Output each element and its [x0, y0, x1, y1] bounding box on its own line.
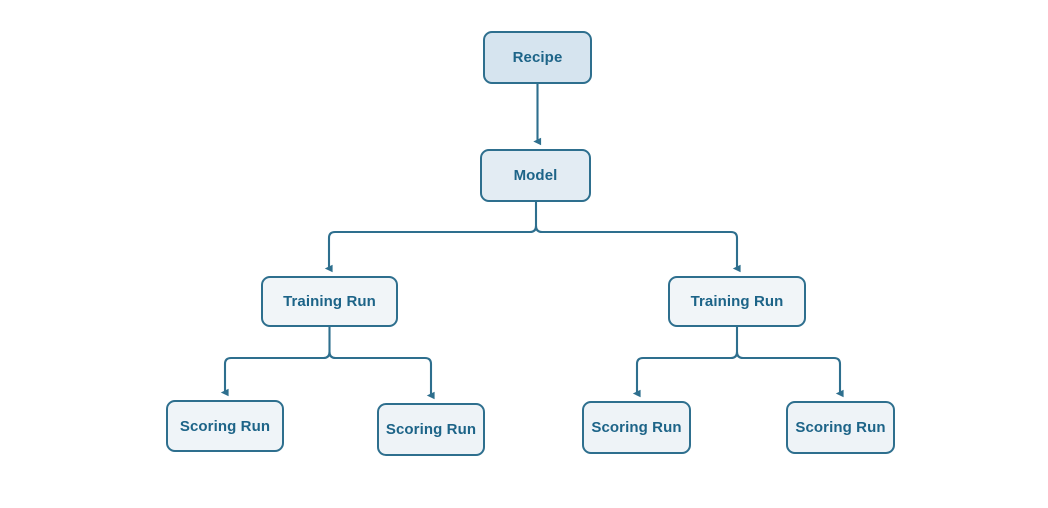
node-recipe-label: Recipe	[512, 49, 563, 66]
node-training-run-1-label: Training Run	[283, 293, 376, 310]
edge-training-run-2-scoring-run-4	[735, 351, 844, 398]
edge-training-run-1-scoring-run-1	[220, 351, 331, 397]
node-training-run-1[interactable]: Training Run	[261, 276, 398, 327]
node-scoring-run-2-label: Scoring Run	[385, 421, 477, 438]
node-recipe[interactable]: Recipe	[483, 31, 592, 84]
node-model-label: Model	[513, 167, 558, 184]
node-scoring-run-4-label: Scoring Run	[795, 419, 886, 436]
node-scoring-run-4[interactable]: Scoring Run	[786, 401, 895, 454]
edge-model-training-run-2	[534, 225, 741, 273]
edge-model-training-run-1	[324, 225, 538, 273]
node-scoring-run-2[interactable]: Scoring Run	[377, 403, 485, 456]
node-scoring-run-3-label: Scoring Run	[591, 419, 682, 436]
node-scoring-run-1[interactable]: Scoring Run	[166, 400, 284, 452]
edge-training-run-1-scoring-run-2	[328, 351, 435, 400]
edge-training-run-2-scoring-run-3	[632, 351, 739, 398]
node-model[interactable]: Model	[480, 149, 591, 202]
node-scoring-run-1-label: Scoring Run	[179, 417, 271, 435]
node-training-run-2-label: Training Run	[690, 293, 784, 310]
node-scoring-run-3[interactable]: Scoring Run	[582, 401, 691, 454]
node-training-run-2[interactable]: Training Run	[668, 276, 806, 327]
